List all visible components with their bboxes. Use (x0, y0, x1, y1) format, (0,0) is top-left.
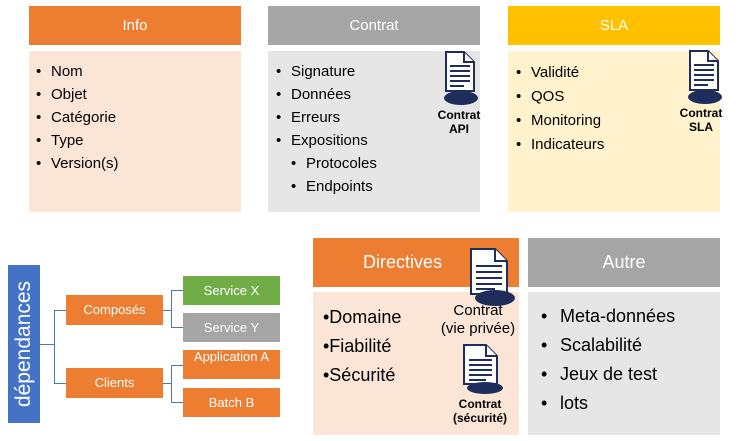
contrat-sub-item: Endpoints (276, 175, 377, 198)
contrat-item: Erreurs (276, 106, 377, 129)
info-header: Info (29, 6, 241, 45)
connector (54, 310, 66, 311)
directives-list: •Domaine •Fiabilité •Sécurité (323, 303, 401, 390)
dependances-root: dépendances (8, 265, 40, 423)
connector (163, 310, 171, 311)
directives-item: •Sécurité (323, 365, 396, 385)
autre-item: Jeux de test (541, 360, 675, 389)
batch-b-node: Batch B (183, 388, 280, 417)
connector (171, 365, 172, 403)
autre-list: Meta-données Scalabilité Jeux de test lo… (541, 302, 675, 418)
directives-card: Directives •Domaine •Fiabilité •Sécurité… (313, 238, 519, 435)
sla-item: Validité (516, 61, 604, 85)
clients-node: Clients (66, 368, 163, 398)
directives-item: •Domaine (323, 307, 402, 327)
application-a-node: Application A (183, 350, 280, 379)
connector (171, 365, 183, 366)
info-title: Info (122, 17, 148, 34)
contrat-sla-label: Contrat SLA (679, 106, 723, 134)
connector (40, 344, 54, 345)
info-item: Type (36, 129, 119, 152)
service-y-node: Service Y (183, 313, 280, 342)
contrat-privacy-label: Contrat (vie privée) (440, 302, 516, 337)
contrat-item: Expositions (276, 129, 377, 152)
directives-item: •Fiabilité (323, 336, 392, 356)
document-icon (463, 344, 503, 394)
info-item: Version(s) (36, 152, 119, 175)
contrat-list: Signature Données Erreurs Expositions Pr… (276, 60, 377, 198)
autre-item: lots (541, 389, 675, 418)
document-icon (444, 51, 478, 105)
info-item: Objet (36, 83, 119, 106)
service-x-node: Service X (183, 276, 280, 305)
autre-item: Scalabilité (541, 331, 675, 360)
document-icon (688, 50, 722, 104)
contrat-security-label: Contrat (sécurité) (452, 397, 508, 425)
connector (171, 327, 183, 328)
connector (171, 290, 172, 328)
info-card: Info Nom Objet Catégorie Type Version(s) (29, 6, 241, 212)
sla-item: QOS (516, 85, 604, 109)
info-item: Nom (36, 60, 119, 83)
autre-item: Meta-données (541, 302, 675, 331)
connector (163, 383, 171, 384)
dependances-title: dépendances (12, 280, 35, 408)
contrat-sub-item: Protocoles (276, 152, 377, 175)
contrat-api-label: Contrat API (437, 108, 481, 136)
document-icon (470, 248, 515, 306)
contrat-body: Signature Données Erreurs Expositions Pr… (268, 51, 480, 212)
contrat-item: Données (276, 83, 377, 106)
connector (54, 383, 66, 384)
sla-item: Monitoring (516, 109, 604, 133)
contrat-item: Signature (276, 60, 377, 83)
sla-header: SLA (508, 6, 720, 45)
autre-title: Autre (602, 252, 646, 272)
sla-item: Indicateurs (516, 133, 604, 157)
autre-body: Meta-données Scalabilité Jeux de test lo… (528, 292, 720, 435)
info-list: Nom Objet Catégorie Type Version(s) (36, 60, 119, 175)
sla-title: SLA (599, 17, 629, 34)
directives-title: Directives (363, 252, 443, 272)
connector (54, 310, 55, 383)
autre-header: Autre (528, 238, 720, 287)
info-item: Catégorie (36, 106, 119, 129)
composes-node: Composés (66, 295, 163, 325)
contrat-card: Contrat Signature Données Erreurs Exposi… (268, 6, 480, 212)
autre-card: Autre Meta-données Scalabilité Jeux de t… (528, 238, 720, 435)
contrat-title: Contrat (349, 17, 399, 34)
sla-list: Validité QOS Monitoring Indicateurs (516, 61, 604, 157)
connector (171, 290, 183, 291)
info-body: Nom Objet Catégorie Type Version(s) (29, 51, 241, 212)
sla-body: Validité QOS Monitoring Indicateurs (508, 51, 720, 212)
connector (171, 402, 183, 403)
contrat-header: Contrat (268, 6, 480, 45)
sla-card: SLA Validité QOS Monitoring Indicateurs … (508, 6, 722, 212)
